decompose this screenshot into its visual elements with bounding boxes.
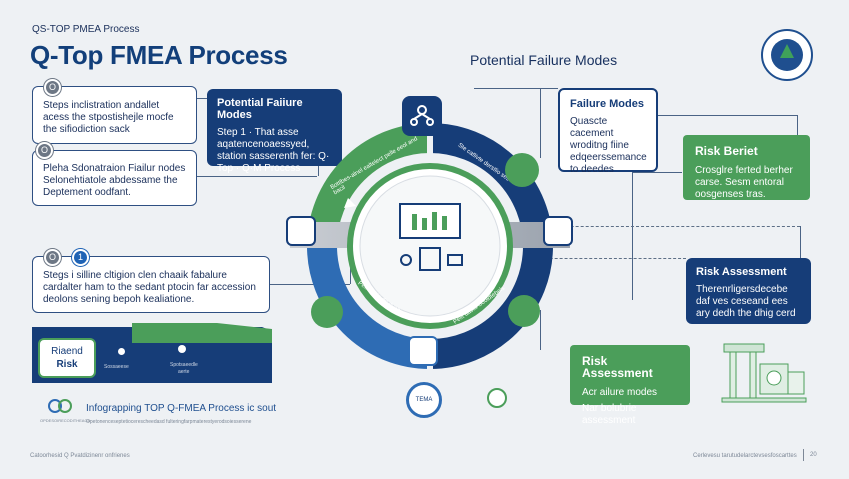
section-title: Potential Failure Modes — [470, 52, 618, 68]
page-number: 20 — [810, 452, 817, 458]
network-icon — [402, 96, 442, 136]
grid-tile-icon — [543, 216, 573, 246]
connector-line — [197, 98, 209, 99]
connector-line — [540, 88, 541, 158]
dot-sublabel-2: aerte — [178, 369, 190, 375]
connector-line — [474, 88, 558, 89]
page-title: Q-Top FMEA Process — [30, 40, 288, 70]
risk-badge: Riaend Risk — [38, 338, 96, 378]
footer-logo-caption: OPDESOIRECODITHEAGA — [40, 418, 91, 423]
footer-left-text: Catoorhesid Q Pvatdizinenr onfrienes — [30, 453, 130, 459]
footer-separator — [803, 449, 804, 461]
card-text: Therenrligersdecebe daf ves ceseand ees … — [696, 284, 796, 319]
risk-beriet-card: Risk Beriet Crosglre ferted berher carse… — [683, 135, 810, 200]
risk-badge-line2: Risk — [56, 359, 78, 370]
wheel-segment-bottom-left — [307, 245, 431, 369]
card-text: Stegs i silline cltigion clen chaaik fab… — [43, 270, 256, 305]
step-card-1: Steps inclistration andallet acess the s… — [32, 86, 197, 144]
card-title: Risk Assessment — [582, 354, 653, 380]
kicker-text: QS-TOP PMEA Process — [32, 24, 140, 35]
connector-line — [657, 115, 797, 116]
step-card-2: Pleha Sdonatraion Fiailur nodes Seloneht… — [32, 150, 197, 206]
risk-badge-line1: Riaend — [51, 346, 83, 357]
card-text: Steps inclistration andallet acess the s… — [43, 100, 174, 135]
footer-right-text: Cerlevesu tarutudelarctevsesfoscarttes — [693, 453, 797, 459]
connector-dash — [530, 258, 686, 259]
connector-line — [800, 226, 801, 260]
step-badge-2: O — [36, 142, 53, 159]
recycle-icon — [311, 296, 343, 328]
wheel-segment-bottom-right — [429, 245, 553, 369]
footer-info-title: Infograpping TOP Q-FMEA Process ic sout — [86, 403, 277, 414]
dot-label-2: Spotsaeedle — [170, 362, 198, 368]
connector-line — [632, 172, 633, 300]
card-line: Acr ailure modes — [582, 387, 658, 398]
card-text: Pleha Sdonatraion Fiailur nodes Seloneht… — [43, 163, 186, 198]
machine-illustration-icon — [721, 343, 807, 403]
connector-line — [195, 284, 350, 285]
card-line: Nar bolubrie assessment — [582, 403, 637, 426]
potential-failure-modes-card: Potential Faiiure Modes Step 1 · That as… — [207, 89, 342, 174]
gear-person-icon — [508, 295, 540, 327]
card-text: Quascte cacement wroditng fiine edqeerss… — [570, 116, 647, 175]
connector-dash — [470, 226, 800, 227]
card-title: Failure Modes — [570, 98, 644, 110]
dial-badge: TEMA — [406, 382, 442, 418]
connector-line — [632, 172, 682, 173]
connector-line — [797, 115, 798, 135]
dot-label-1: Sossaeese — [104, 364, 129, 370]
step-badge-1: O — [44, 79, 61, 96]
chart-tile-icon — [286, 216, 316, 246]
brand-logo-icon — [761, 29, 813, 81]
connector-line — [540, 310, 541, 350]
risk-assessment-card: Risk Assessment Therenrligersdecebe daf … — [686, 258, 811, 324]
card-title: Risk Beriet — [695, 144, 758, 158]
failure-modes-card: Failure Modes Quascte cacement wroditng … — [558, 88, 658, 175]
connector-line — [197, 176, 317, 177]
footer-logo-icon — [48, 397, 72, 415]
card-title: Risk Assessment — [696, 266, 787, 278]
checklist-icon — [408, 336, 438, 366]
card-text: Crosglre ferted berher carse. Sesm entor… — [695, 165, 793, 200]
dot-icon — [178, 345, 186, 353]
card-text: Step 1 · That asse aqatencenoaessyed, st… — [217, 127, 330, 174]
step-card-3: Stegs i silline cltigion clen chaaik fab… — [32, 256, 270, 313]
dot-icon — [118, 348, 125, 355]
team-icon — [487, 388, 507, 408]
step-badge-3: O — [44, 249, 61, 266]
card-title: Potential Faiiure Modes — [217, 97, 303, 121]
document-icon — [505, 153, 539, 187]
monitor-chart-icon — [399, 203, 463, 271]
step-badge-3b: 1 — [72, 249, 89, 266]
footer-info-subtitle: Opetonenceseptetiocerescheedasd fulterin… — [86, 419, 252, 425]
risk-assessment-green-card: Risk Assessment Acr ailure modes Nar bol… — [570, 345, 690, 426]
